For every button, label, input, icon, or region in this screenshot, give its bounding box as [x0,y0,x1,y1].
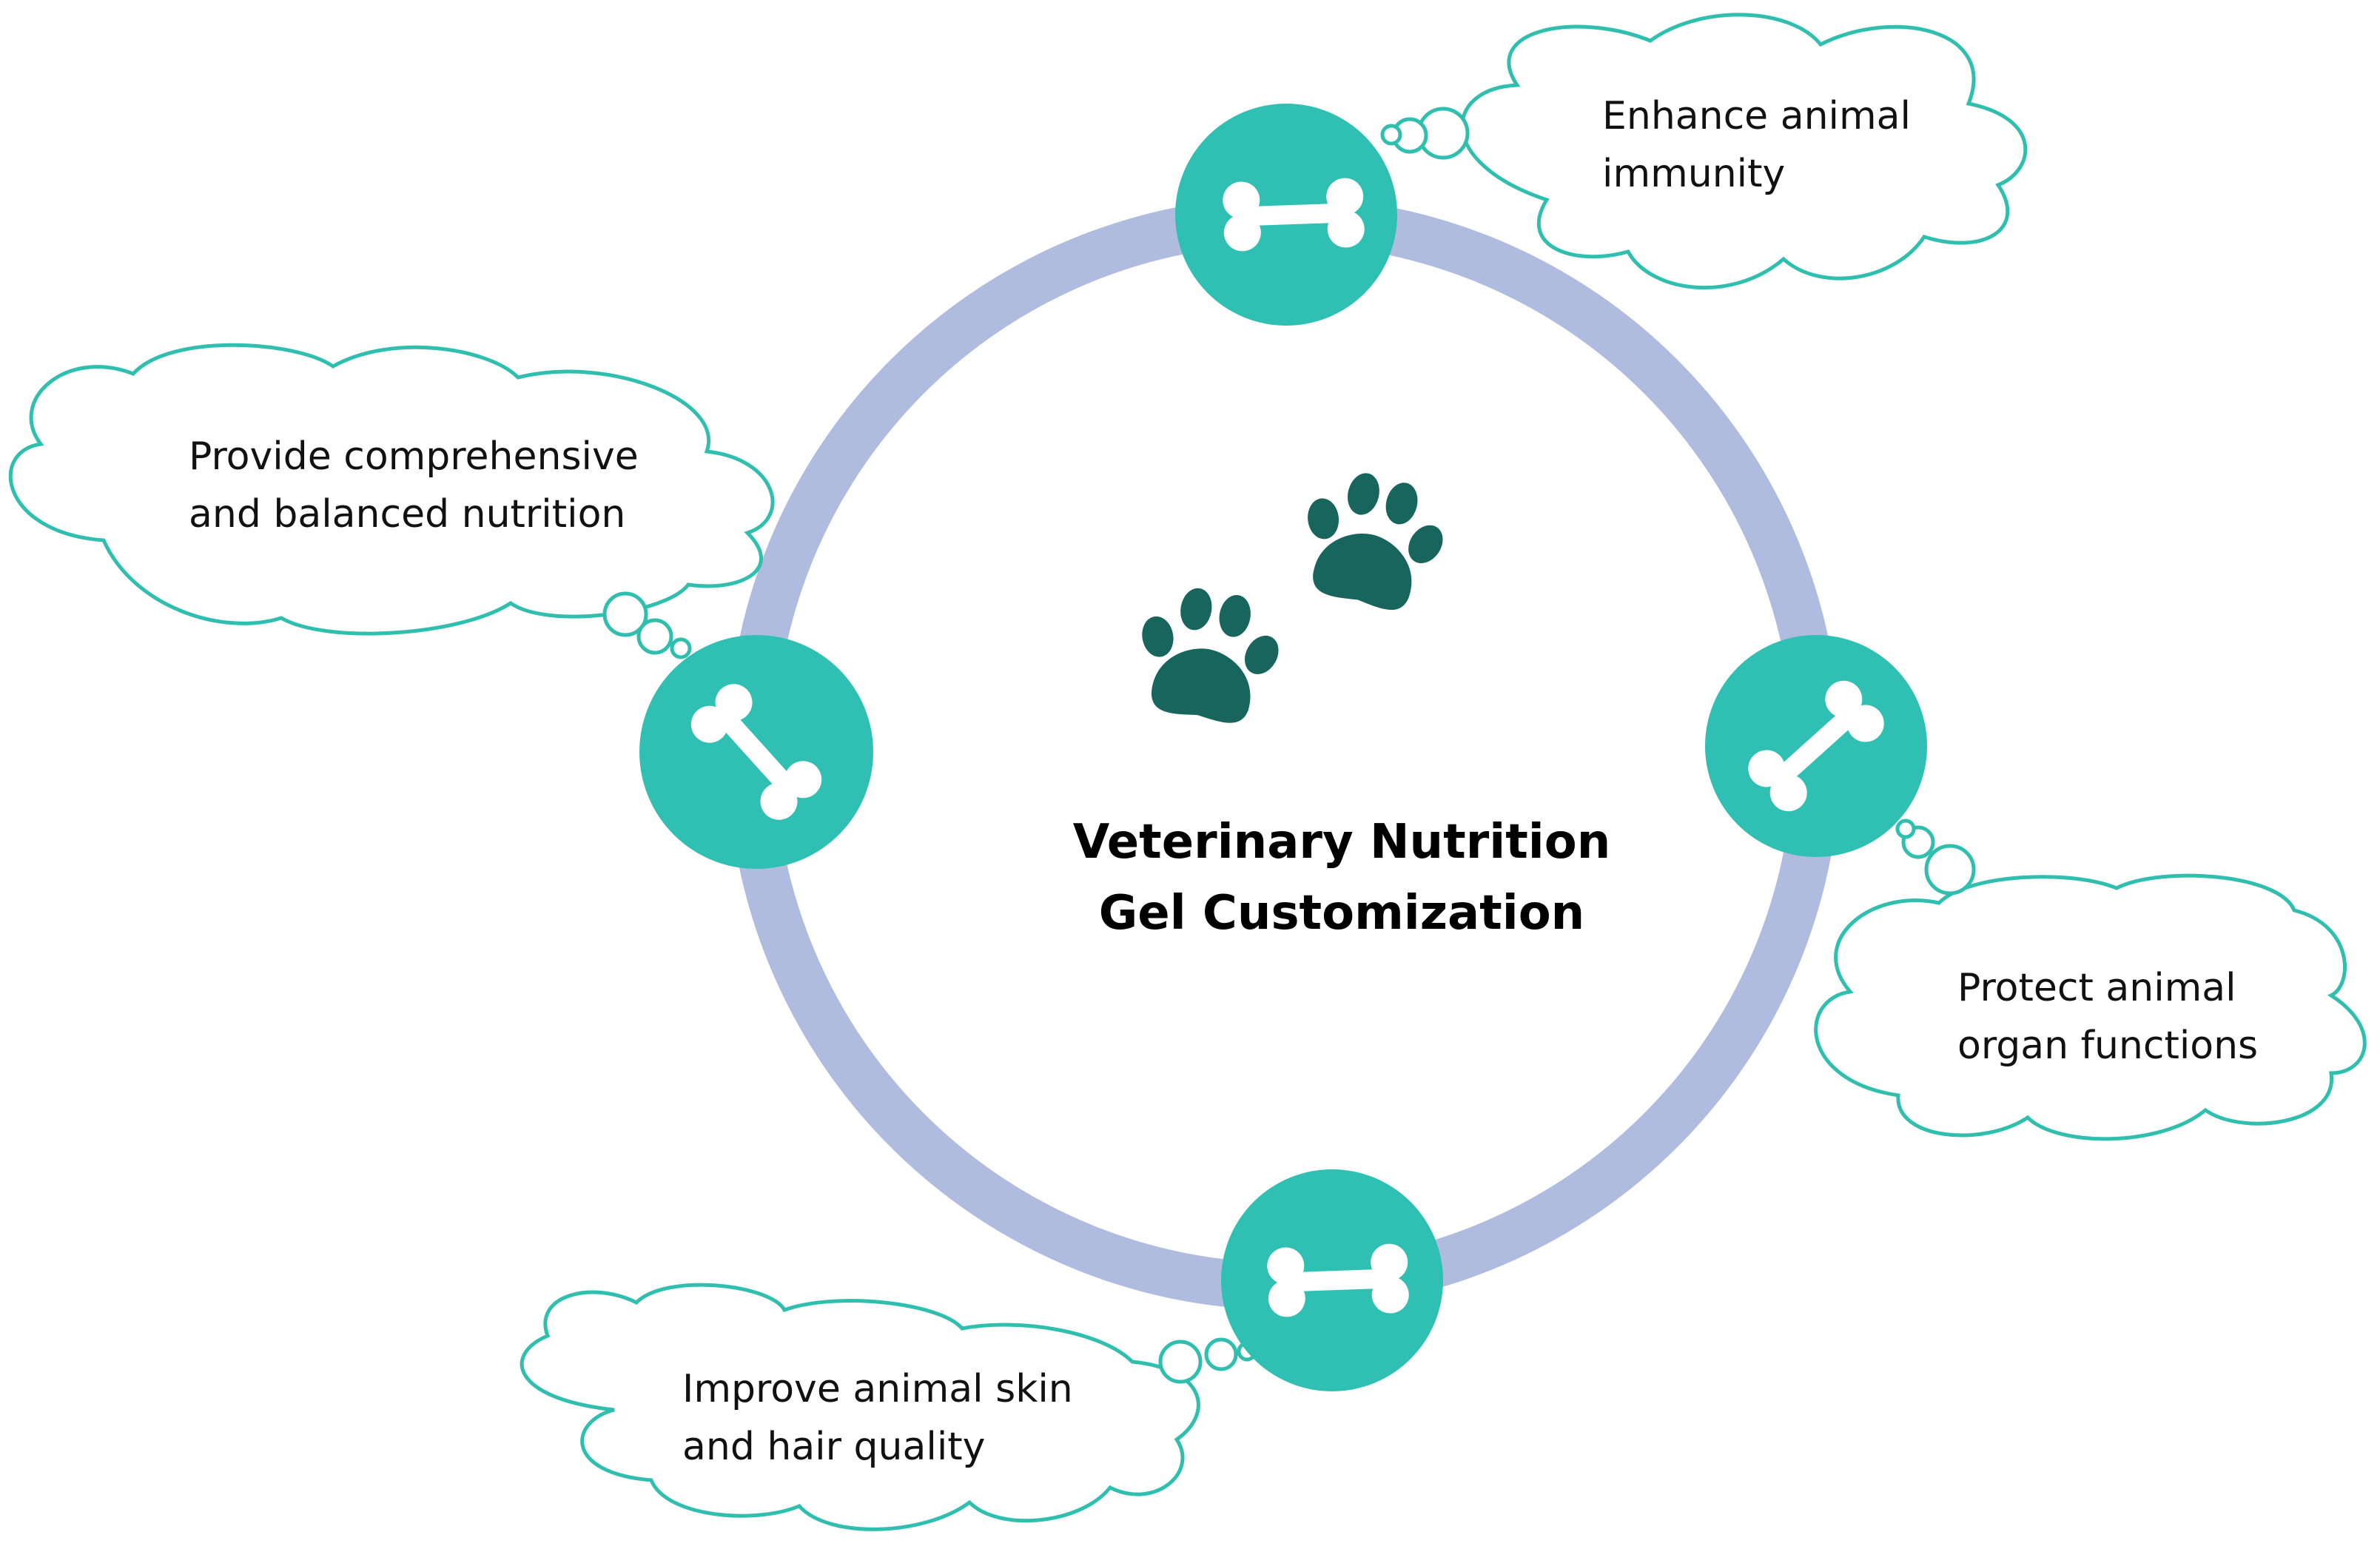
bubble-text: immunity [1602,152,1786,196]
bubble-text: and hair quality [682,1425,986,1469]
node-left [639,635,873,869]
thought-cloud-top [1380,13,2028,290]
bubble-text: Provide comprehensive [189,434,639,479]
bubble-text: Improve animal skin [682,1367,1073,1411]
node-bottom [1221,1169,1443,1391]
bubble-text: organ functions [1957,1024,2259,1068]
bubble-text: Enhance animal [1602,94,1911,138]
bubble-text: Protect animal [1957,966,2236,1010]
diagram-title: Veterinary Nutrition Gel Customization [1009,807,1675,949]
paw-print-icon [1123,579,1293,731]
cycle-ring [727,197,1841,1310]
bubble-label-right: Protect animal organ functions [1957,959,2258,1075]
diagram-title-line1: Veterinary Nutrition [1072,815,1611,870]
thought-cloud-bottom [520,1283,1257,1531]
thought-cloud-left [8,343,775,659]
node-top [1175,104,1397,326]
bubble-label-top: Enhance animal immunity [1602,87,1911,203]
thought-cloud-right [1814,819,2367,1141]
node-right [1705,635,1927,857]
diagram-title-line2: Gel Customization [1098,886,1585,941]
bubble-label-left: Provide comprehensive and balanced nutri… [189,428,639,543]
bubble-label-bottom: Improve animal skin and hair quality [682,1360,1073,1476]
paw-print-icon [1285,460,1460,621]
bubble-text: and balanced nutrition [189,492,626,537]
